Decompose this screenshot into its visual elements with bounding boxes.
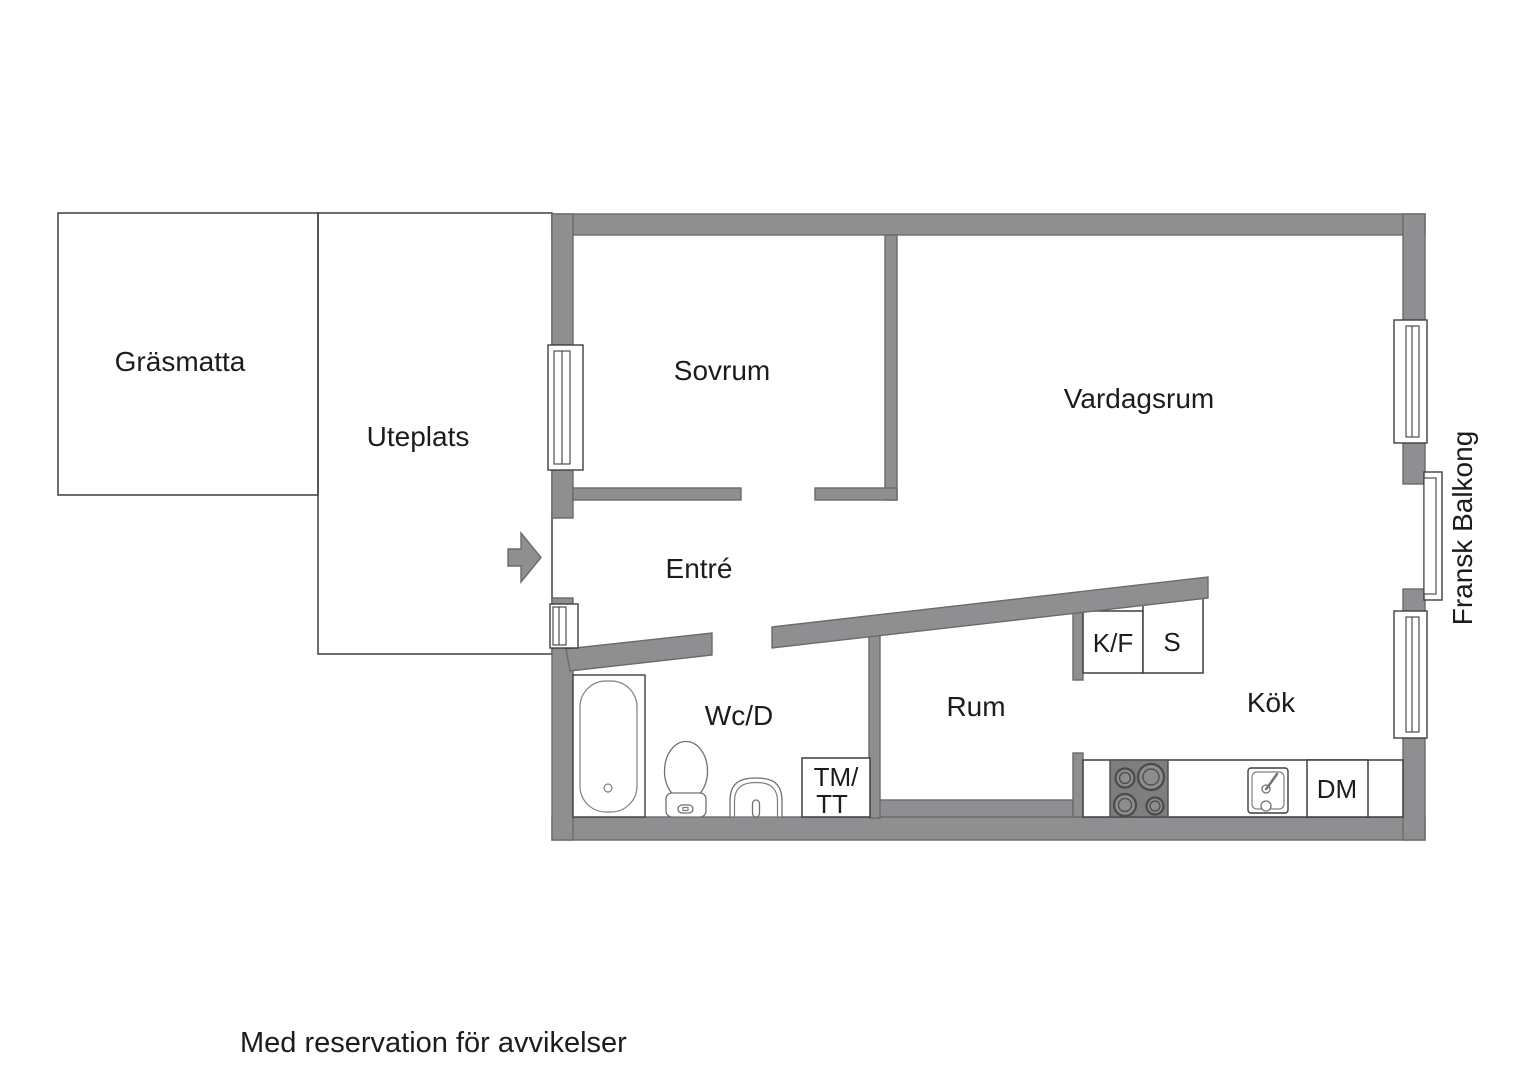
- wall-right-lower: [1402, 735, 1426, 841]
- appliance-label-tmtt-line2: TT: [816, 789, 848, 819]
- wall-kitchen-stub-lower: [1072, 752, 1084, 818]
- window-kok: [1393, 610, 1428, 739]
- room-label-uteplats: Uteplats: [367, 421, 470, 452]
- wall-kitchen-stub-upper: [1072, 607, 1084, 681]
- room-label-kok: Kök: [1247, 687, 1296, 718]
- stove: [1109, 759, 1169, 818]
- footer-disclaimer: Med reservation för avvikelser: [240, 1027, 627, 1059]
- cabinet-kf-box: [1082, 610, 1144, 674]
- wall-left-mid: [551, 467, 574, 519]
- room-label-vardagsrum: Vardagsrum: [1064, 383, 1214, 414]
- appliance-label-kf: K/F: [1093, 628, 1133, 658]
- wall-bottom: [551, 816, 1426, 841]
- annotation-fransk-balkong: Fransk Balkong: [1447, 431, 1478, 626]
- appliance-label-dm: DM: [1317, 774, 1357, 804]
- kitchen-sink: [1247, 767, 1289, 814]
- toilet: [663, 740, 709, 818]
- window-sovrum: [547, 344, 584, 471]
- wall-sovrum-bottom-left: [572, 487, 742, 501]
- room-label-wcd: Wc/D: [705, 700, 773, 731]
- wall-top: [551, 213, 1426, 236]
- room-label-grasmatta: Gräsmatta: [115, 346, 246, 377]
- appliance-label-s: S: [1163, 627, 1180, 657]
- wall-entre-diagonal: [771, 576, 1209, 649]
- wall-right-upper: [1402, 213, 1426, 323]
- wall-wcd-diagonal: [565, 632, 713, 672]
- french-balcony-door: [1423, 471, 1443, 601]
- room-label-sovrum: Sovrum: [674, 355, 770, 386]
- room-label-rum: Rum: [946, 691, 1005, 722]
- hand-basin: [729, 777, 783, 818]
- wall-left-upper: [551, 213, 574, 346]
- wall-sovrum-bottom-right: [814, 487, 898, 501]
- window-entre-small: [549, 603, 579, 649]
- appliance-label-tmtt-line1: TM/: [814, 762, 860, 792]
- wall-sovrum-divider: [884, 234, 898, 501]
- washer-dryer-box: [801, 757, 871, 818]
- window-vardagsrum: [1393, 319, 1428, 444]
- entrance-arrow-icon: [507, 531, 542, 584]
- room-label-entre: Entré: [666, 553, 733, 584]
- wall-right-mid1: [1402, 440, 1426, 485]
- wall-left-lower: [551, 647, 574, 841]
- dishwasher-box: [1306, 759, 1369, 818]
- bathtub: [572, 674, 646, 818]
